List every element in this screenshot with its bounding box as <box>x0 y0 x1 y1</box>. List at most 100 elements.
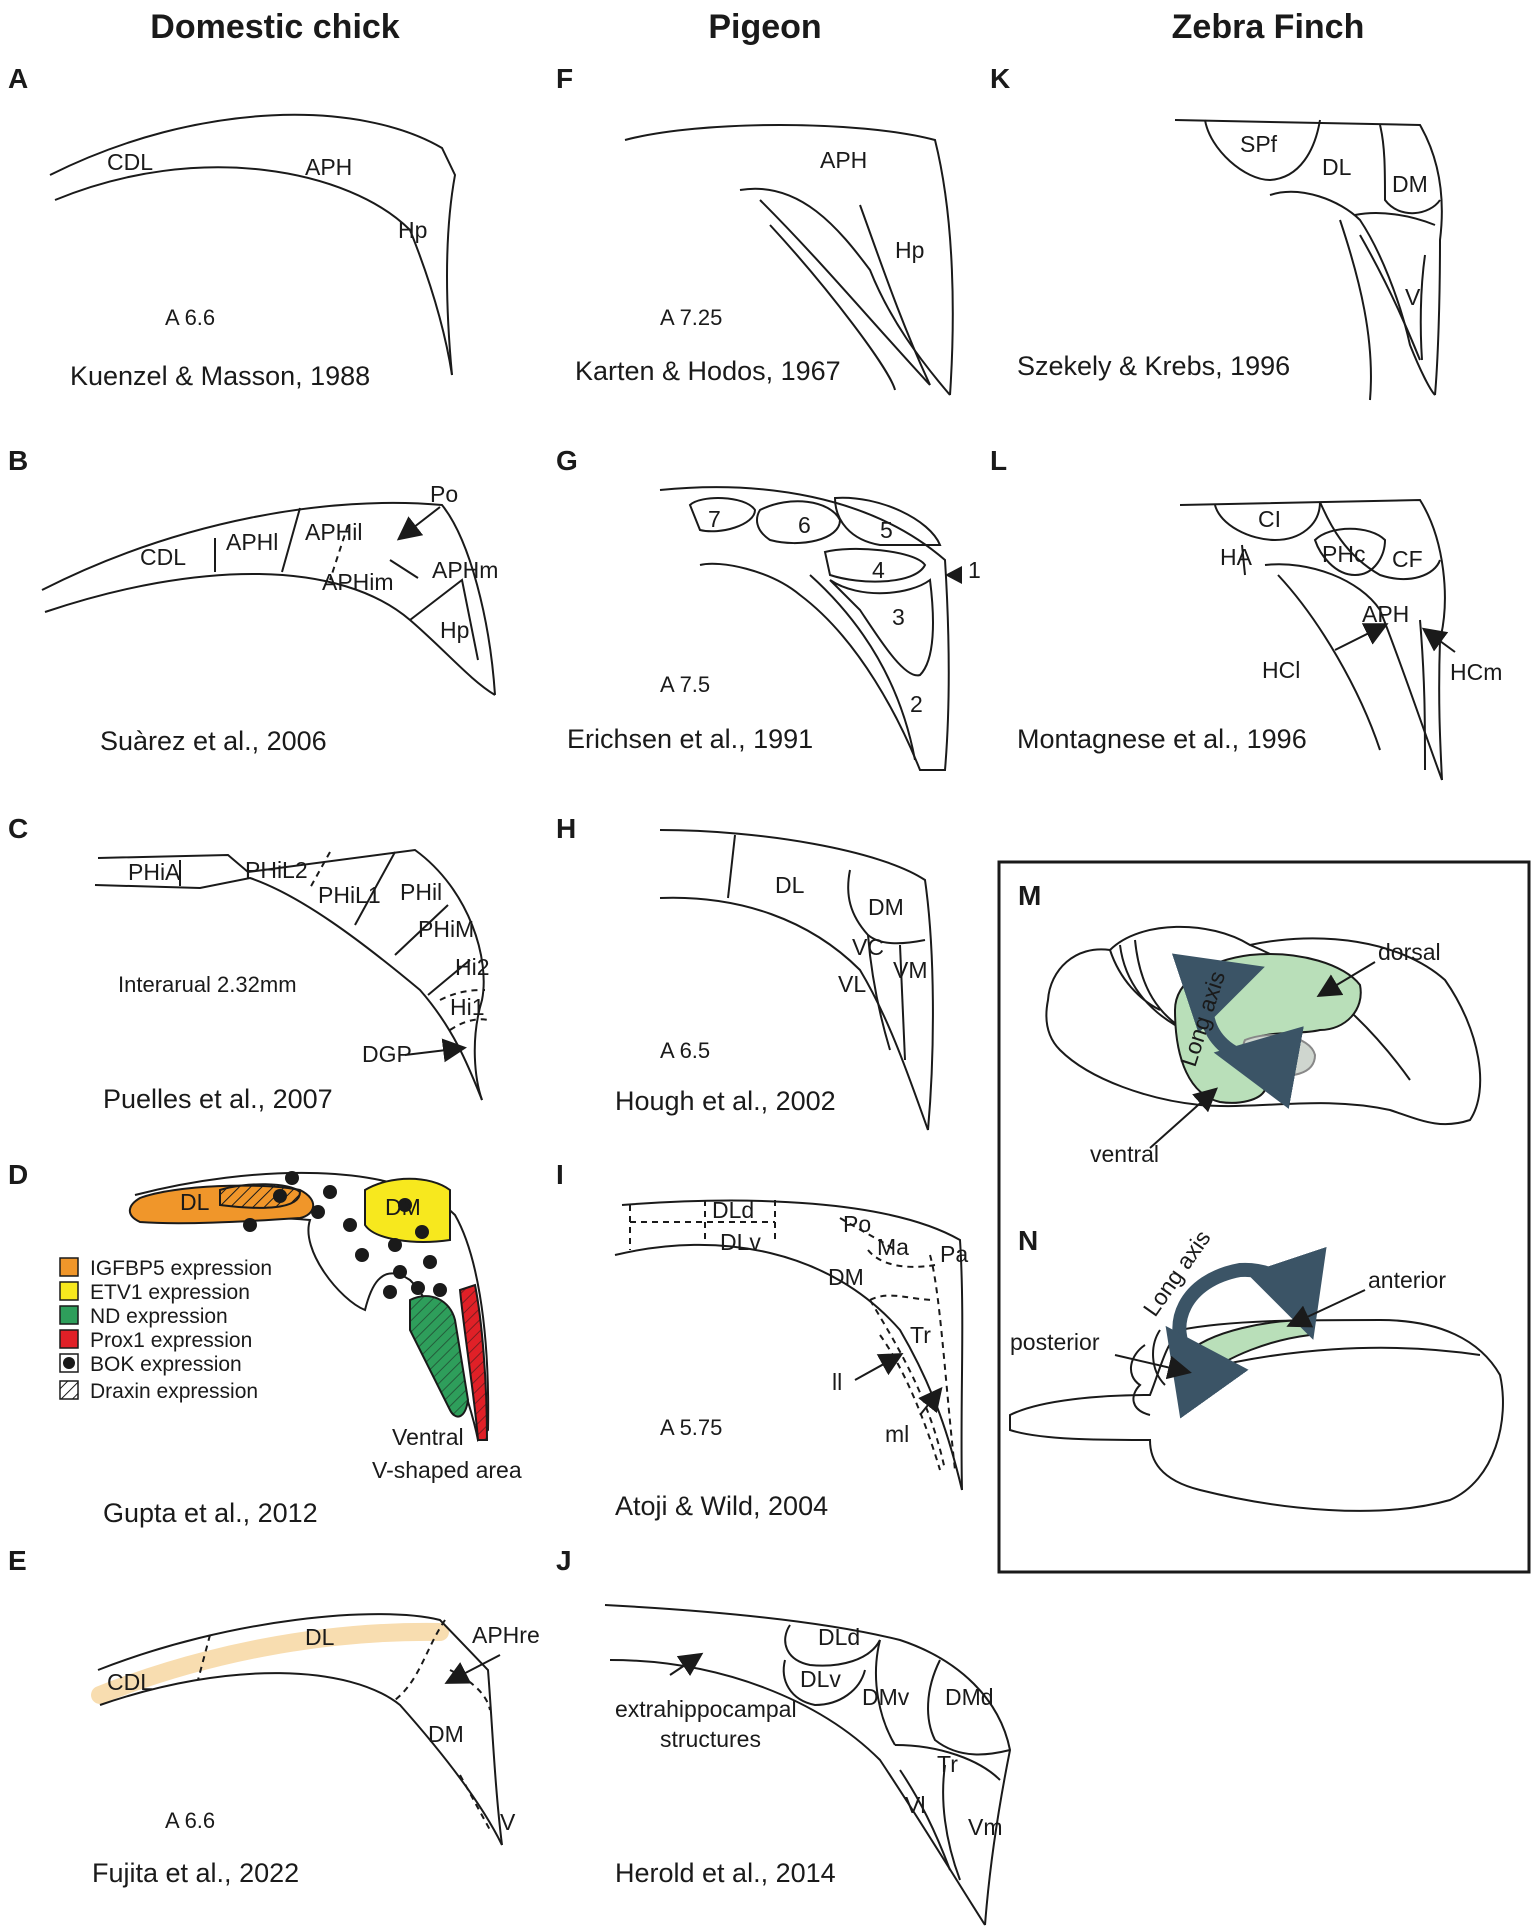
coordinate: Interarual 2.32mm <box>118 972 297 997</box>
panel-c-letter: C <box>8 813 28 844</box>
legend-swatch-nd <box>59 1305 79 1325</box>
label-dm: DM <box>828 1264 864 1290</box>
label-1: 1 <box>968 557 981 583</box>
label-ll: ll <box>832 1369 842 1395</box>
label-ci: CI <box>1258 506 1281 532</box>
label-3: 3 <box>892 604 905 630</box>
label-dm: DM <box>868 894 904 920</box>
brain-outline <box>1009 1318 1504 1512</box>
long-axis-arrow <box>1165 1246 1327 1419</box>
citation: Herold et al., 2014 <box>615 1858 836 1888</box>
panel-l: L CI HA PHc CF APH HCl HCm Montagnese et… <box>990 445 1502 781</box>
legend-label: IGFBP5 expression <box>90 1257 272 1280</box>
citation: Atoji & Wild, 2004 <box>615 1491 828 1521</box>
label-hp: Hp <box>895 237 924 263</box>
long-axis-arrow <box>1171 953 1304 1109</box>
label-extrahippocampal: extrahippocampal <box>615 1696 797 1722</box>
label-spf: SPf <box>1240 131 1278 157</box>
label-hi1: Hi1 <box>450 994 485 1020</box>
header-pigeon: Pigeon <box>708 8 821 46</box>
label-hcl: HCl <box>1262 657 1300 683</box>
citation: Erichsen et al., 1991 <box>567 724 813 754</box>
label-2: 2 <box>910 691 923 717</box>
label-aphim: APHim <box>322 569 394 595</box>
panel-a-letter: A <box>8 63 28 94</box>
legend-label: Prox1 expression <box>90 1329 252 1352</box>
hippocampus-region <box>1183 1318 1311 1380</box>
citation: Karten & Hodos, 1967 <box>575 356 841 386</box>
label-dgp: DGP <box>362 1041 412 1067</box>
panel-a: A CDL APH Hp A 6.6 Kuenzel & Masson, 198… <box>8 63 457 391</box>
label-hp: Hp <box>440 617 469 643</box>
panel-n-letter: N <box>1018 1225 1038 1256</box>
label-dmv: DMv <box>862 1684 910 1710</box>
label-ventral: Ventral <box>392 1424 464 1450</box>
label-phil2: PHiL2 <box>245 857 308 883</box>
label-long-axis: Long axis <box>1138 1225 1216 1321</box>
coordinate: A 7.25 <box>660 305 722 330</box>
panel-k-letter: K <box>990 63 1010 94</box>
header-domestic-chick: Domestic chick <box>150 8 400 46</box>
header-zebra-finch: Zebra Finch <box>1172 8 1365 46</box>
label-cdl: CDL <box>107 149 153 175</box>
label-dm: DM <box>1392 171 1428 197</box>
panel-e: E CDL DL APHre DM V A 6.6 Fujita et al.,… <box>8 1545 540 1888</box>
citation: Suàrez et al., 2006 <box>100 726 327 756</box>
label-aphm: APHm <box>432 557 498 583</box>
label-vl: Vl <box>905 1792 925 1818</box>
label-dorsal: dorsal <box>1378 939 1441 965</box>
label-posterior: posterior <box>1010 1329 1100 1355</box>
label-5: 5 <box>880 517 893 543</box>
label-tr: Tr <box>910 1322 931 1348</box>
label-ma: Ma <box>877 1234 909 1260</box>
label-vl: VL <box>838 971 866 997</box>
panel-e-letter: E <box>8 1545 27 1576</box>
label-phim: PHiM <box>418 916 474 942</box>
label-ha: HA <box>1220 544 1253 570</box>
label-po: Po <box>843 1211 871 1237</box>
label-vc: VC <box>852 934 884 960</box>
label-phil: PHil <box>400 879 442 905</box>
label-dlv: DLv <box>720 1229 761 1255</box>
label-tr: Tr <box>937 1751 958 1777</box>
label-dl: DL <box>1322 154 1352 180</box>
label-ventral: ventral <box>1090 1141 1159 1167</box>
label-aphre: APHre <box>472 1622 540 1648</box>
label-structures: structures <box>660 1726 761 1752</box>
label-hcm: HCm <box>1450 659 1502 685</box>
legend-swatch-etv1 <box>59 1281 79 1301</box>
citation: Puelles et al., 2007 <box>103 1084 333 1114</box>
label-dlv: DLv <box>800 1666 841 1692</box>
citation: Hough et al., 2002 <box>615 1086 836 1116</box>
panel-g: G 7 6 5 4 1 3 2 A 7.5 Erichsen et al., 1… <box>556 445 981 771</box>
label-6: 6 <box>798 512 811 538</box>
panel-i-letter: I <box>556 1159 564 1190</box>
label-dm: DM <box>385 1194 421 1220</box>
legend-label: ETV1 expression <box>90 1281 250 1304</box>
panel-h-letter: H <box>556 813 576 844</box>
label-ml: ml <box>885 1421 909 1447</box>
label-dl: DL <box>775 872 805 898</box>
label-cf: CF <box>1392 546 1423 572</box>
panel-i: I DLd DLv Po Ma Pa DM Tr ll ml A 5.75 At… <box>556 1159 968 1521</box>
label-cdl: CDL <box>107 1669 153 1695</box>
panel-f-letter: F <box>556 63 573 94</box>
inset-box <box>997 860 1531 1574</box>
panel-j: J DLd DLv DMv DMd Tr Vl Vm extrahippocam… <box>556 1545 1012 1926</box>
panel-c: C PHiA PHiL2 PHiL1 PHil PHiM Hi2 Hi1 DGP… <box>8 813 490 1114</box>
panel-b-letter: B <box>8 445 28 476</box>
coordinate: A 5.75 <box>660 1415 722 1440</box>
coordinate: A 7.5 <box>660 672 710 697</box>
panel-d-letter: D <box>8 1159 28 1190</box>
coordinate: A 6.6 <box>165 1808 215 1833</box>
coordinate: A 6.6 <box>165 305 215 330</box>
label-v-shaped-area: V-shaped area <box>372 1457 522 1483</box>
legend-label: BOK expression <box>90 1353 242 1376</box>
panel-d: D DL DM Ventral V-shaped area IGFBP5 exp… <box>8 1159 522 1528</box>
label-dm: DM <box>428 1721 464 1747</box>
label-hp: Hp <box>398 217 427 243</box>
label-aph: APH <box>305 154 352 180</box>
label-po: Po <box>430 481 458 507</box>
panel-n: N Long axis anterior posterior <box>1009 1225 1504 1512</box>
draxin-region <box>219 1183 302 1209</box>
